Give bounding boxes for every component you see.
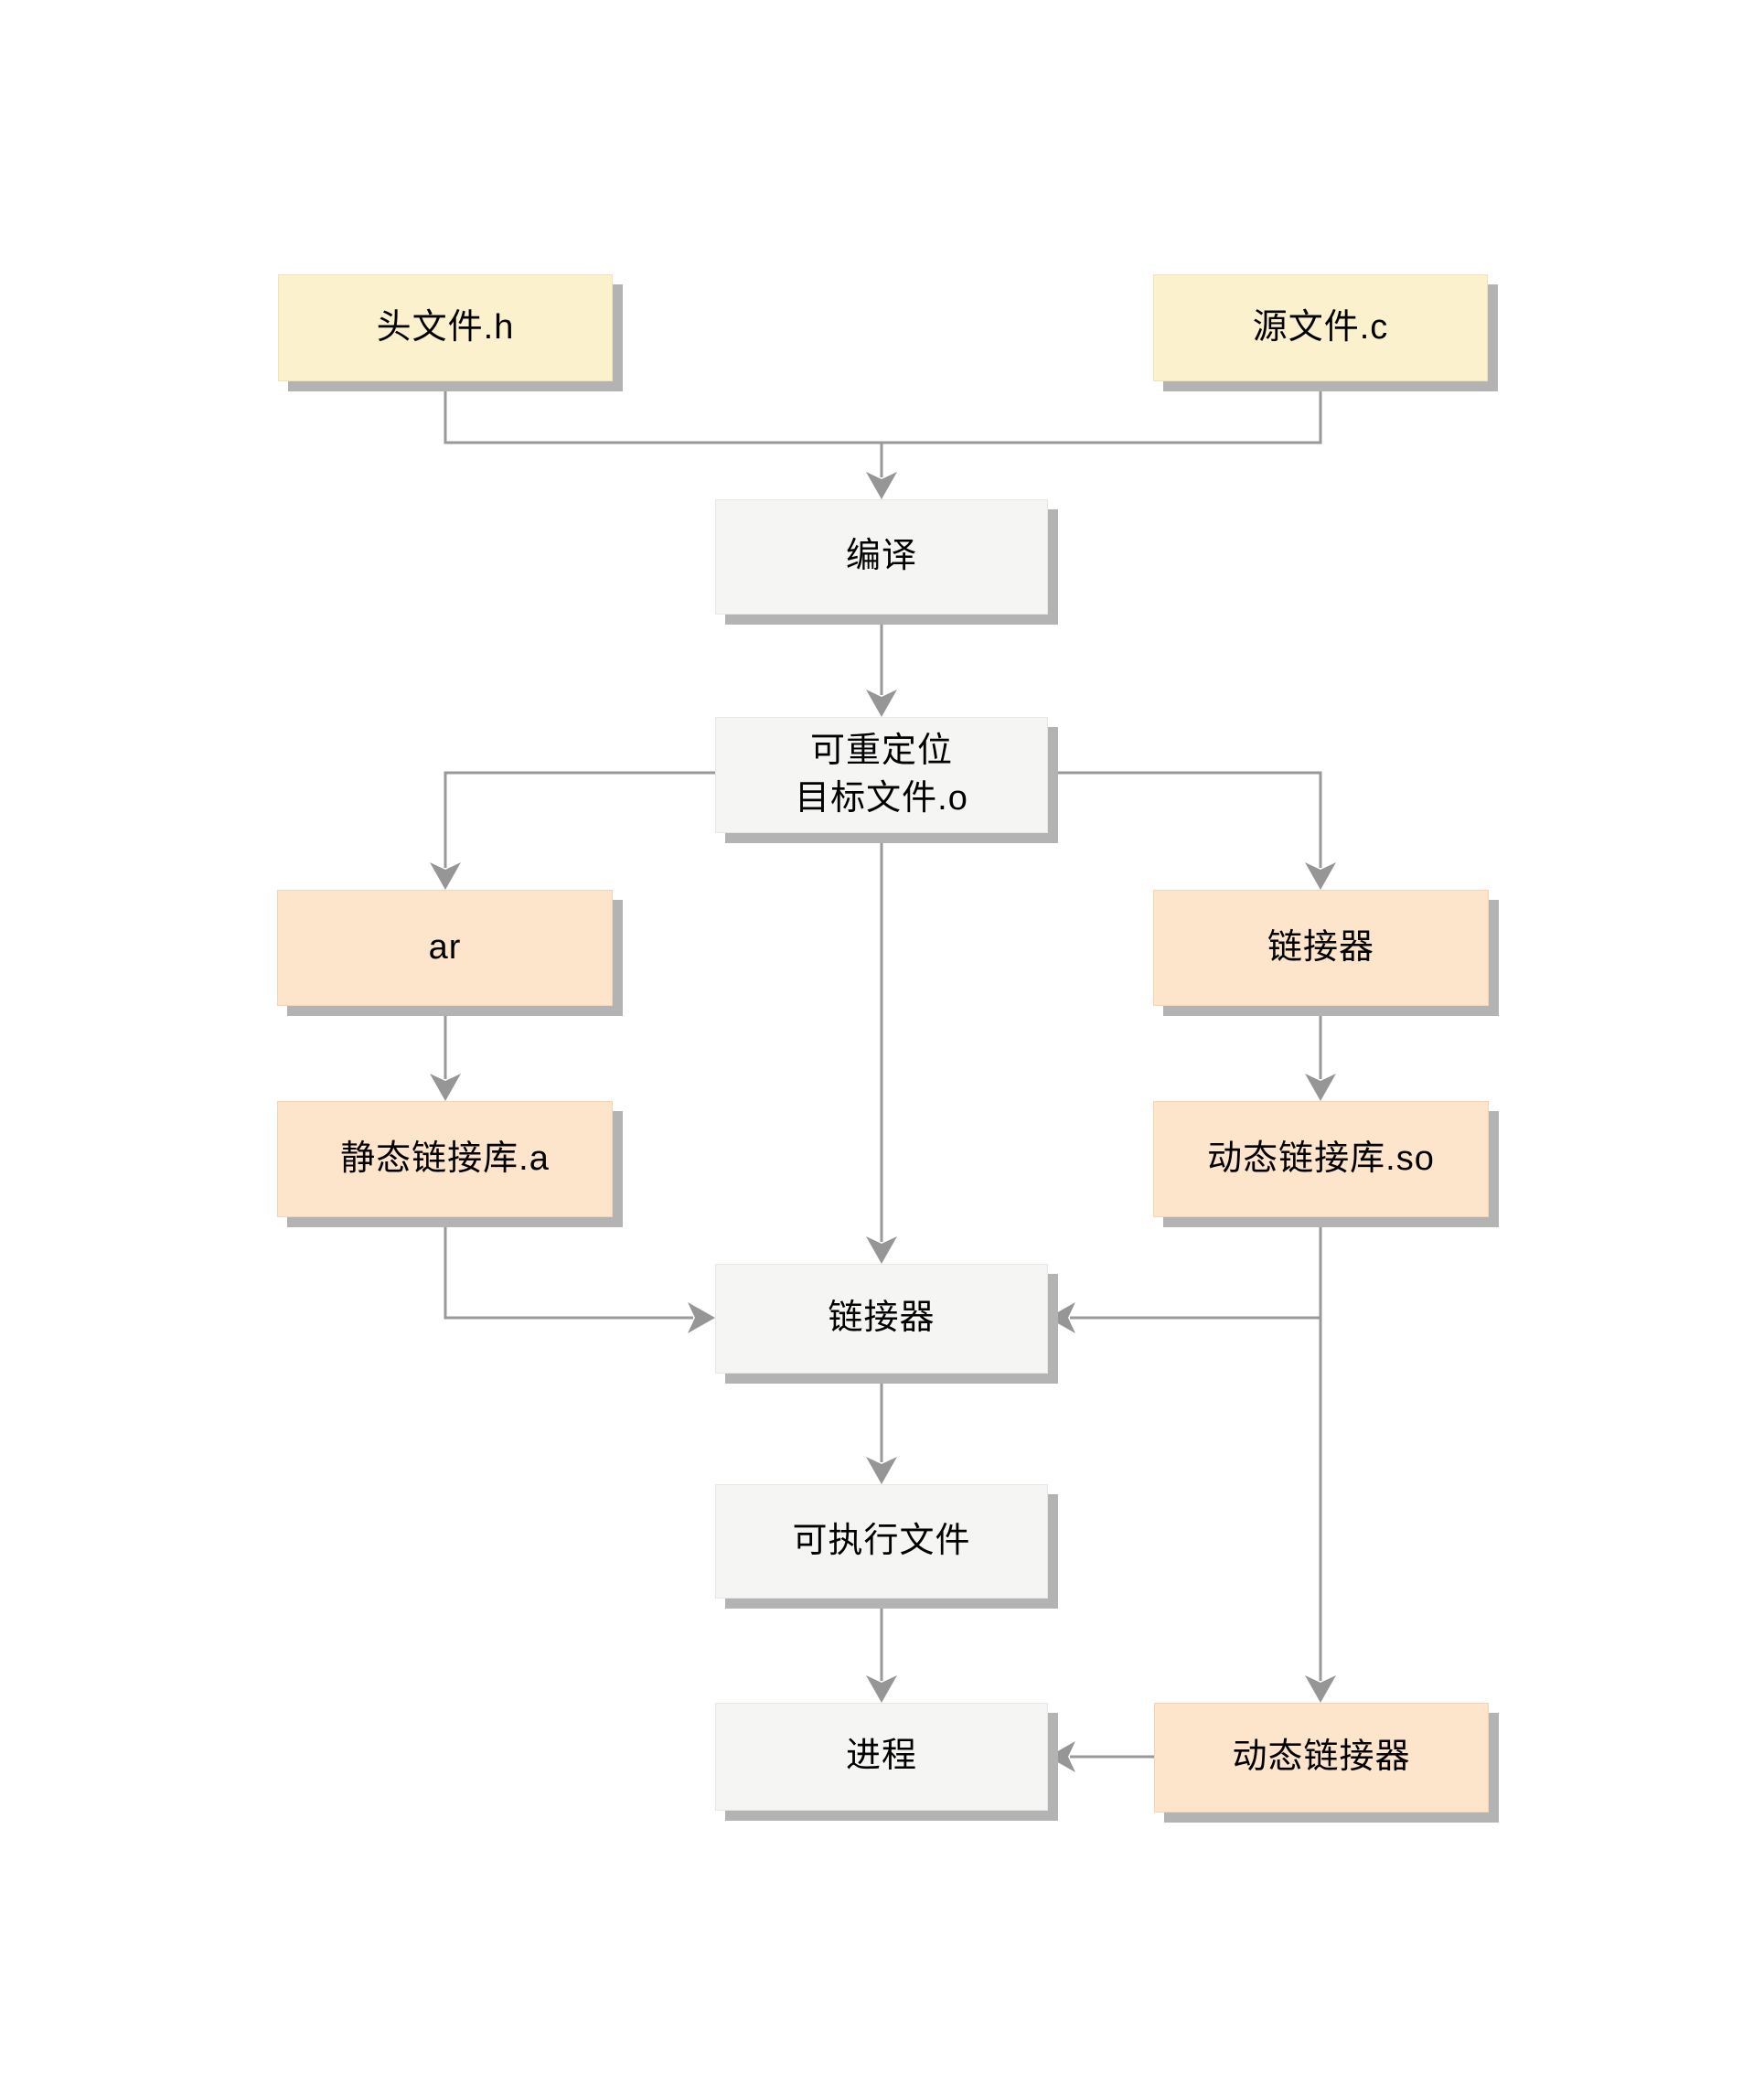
- arrowhead-right-icon: [688, 1302, 715, 1333]
- node-label: 链接器: [828, 1299, 935, 1338]
- arrowhead-down-icon: [866, 1675, 897, 1703]
- node-header-file-h: 头文件.h: [278, 274, 613, 381]
- arrowhead-down-icon: [1305, 1675, 1336, 1703]
- arrowhead-left-icon: [1048, 1302, 1075, 1333]
- edge-static-lib-to-main-linker: [444, 1217, 693, 1320]
- edge-inputs-merge: [444, 381, 1322, 444]
- node-label: 动态链接库.so: [1207, 1139, 1435, 1178]
- node-label: 可执行文件: [792, 1521, 971, 1560]
- node-linker-right: 链接器: [1153, 890, 1489, 1006]
- edge-object-to-ar: [444, 771, 715, 868]
- arrowhead-down-icon: [430, 1074, 461, 1101]
- node-relocatable-object-file: 可重定位 目标文件.o: [715, 717, 1048, 833]
- arrowhead-left-icon: [1048, 1741, 1075, 1772]
- node-dynamic-link-library: 动态链接库.so: [1153, 1101, 1489, 1217]
- node-static-link-library: 静态链接库.a: [277, 1101, 613, 1217]
- arrowhead-down-icon: [866, 690, 897, 717]
- node-source-file-c: 源文件.c: [1153, 274, 1488, 381]
- arrowhead-down-icon: [866, 1236, 897, 1264]
- node-label: 可重定位 目标文件.o: [795, 732, 968, 818]
- node-label: 链接器: [1267, 927, 1374, 967]
- node-label: 编译: [845, 537, 917, 576]
- node-linker-main: 链接器: [715, 1264, 1048, 1374]
- arrowhead-down-icon: [430, 862, 461, 890]
- edge-object-to-linker-right: [1048, 771, 1322, 868]
- node-label: 静态链接库.a: [340, 1139, 550, 1178]
- node-dynamic-linker: 动态链接器: [1154, 1703, 1489, 1813]
- node-process: 进程: [715, 1703, 1048, 1811]
- arrowhead-down-icon: [866, 1457, 897, 1484]
- arrowhead-down-icon: [1305, 1074, 1336, 1101]
- node-label: 源文件.c: [1252, 307, 1389, 347]
- node-compile: 编译: [715, 499, 1048, 615]
- node-label: ar: [428, 927, 462, 967]
- node-label: 头文件.h: [376, 307, 515, 347]
- node-executable-file: 可执行文件: [715, 1484, 1048, 1599]
- node-ar: ar: [277, 890, 613, 1006]
- node-label: 动态链接器: [1232, 1738, 1411, 1777]
- arrowhead-down-icon: [866, 472, 897, 499]
- arrowhead-down-icon: [1305, 862, 1336, 890]
- node-label: 进程: [845, 1737, 917, 1776]
